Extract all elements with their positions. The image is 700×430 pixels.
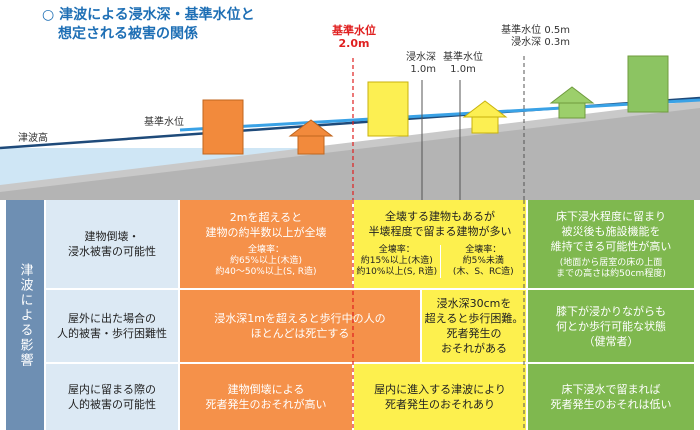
house-icon-green — [558, 100, 586, 119]
diagram-title: ○ 津波による浸水深・基準水位と 想定される被害の関係 — [42, 7, 255, 42]
yellow-note-left: 全壊率： 約15%以上(木造) 約10%以上(S, R造) — [354, 245, 441, 278]
building-icon-yellow — [367, 81, 409, 137]
yellow-cell-outdoor: 浸水深30cmを 超えると歩行困難。 死者発生の おそれがある — [422, 290, 526, 362]
tsunami-height-label: 津波高 — [18, 133, 48, 144]
orange-cell-outdoor: 浸水深1mを超えると歩行中の人の ほとんどは死亡する — [180, 290, 420, 362]
building-icon-green — [627, 55, 669, 113]
marker-depth-1m-label: 浸水深 1.0m — [406, 52, 436, 75]
green-cell-outdoor: 膝下が浸かりながらも 何とか歩行可能な状態 （健常者） — [528, 290, 694, 362]
reference-level-line — [179, 98, 700, 132]
reference-level-label: 基準水位 — [144, 117, 184, 128]
yellow-cell-indoor: 屋内に進入する津波により 死者発生のおそれあり — [354, 364, 526, 430]
marker-ref-1m-label: 基準水位 1.0m — [443, 52, 483, 75]
marker-right-label: 基準水位 0.5m 浸水深 0.3m — [501, 25, 570, 48]
green-cell-building: 床下浸水程度に留まり 被災後も施設機能を 維持できる可能性が高い (地面から居室… — [528, 200, 694, 288]
side-header: 津波による影響 — [6, 200, 44, 430]
orange-cell-indoor: 建物倒壊による 死者発生のおそれが高い — [180, 364, 352, 430]
house-icon-orange — [297, 133, 325, 155]
orange-cell-building: 2mを超えると 建物の約半数以上が全壊 全壊率： 約65%以上(木造) 約40～… — [180, 200, 352, 288]
yellow-note-right: 全壊率： 約5%未満 (木、S、RC造) — [452, 245, 514, 277]
green-cell-indoor: 床下浸水で留まれば 死者発生のおそれは低い — [528, 364, 694, 430]
row-header-outdoor: 屋外に出た場合の 人的被害・歩行困難性 — [46, 290, 178, 362]
ground-shadow — [0, 108, 700, 200]
row-header-building: 建物倒壊・ 浸水被害の可能性 — [46, 200, 178, 288]
red-marker-label: 基準水位 2.0m — [332, 24, 376, 50]
cross-section-scene — [0, 55, 700, 200]
table-boundary-lines — [352, 200, 525, 430]
row-header-indoor: 屋内に留まる際の 人的被害の可能性 — [46, 364, 178, 430]
house-icon-yellow — [471, 114, 499, 134]
yellow-cell-building: 全壊する建物もあるが 半壊程度で留まる建物が多い 全壊率： 約15%以上(木造)… — [354, 200, 526, 288]
building-icon-orange — [202, 99, 244, 155]
